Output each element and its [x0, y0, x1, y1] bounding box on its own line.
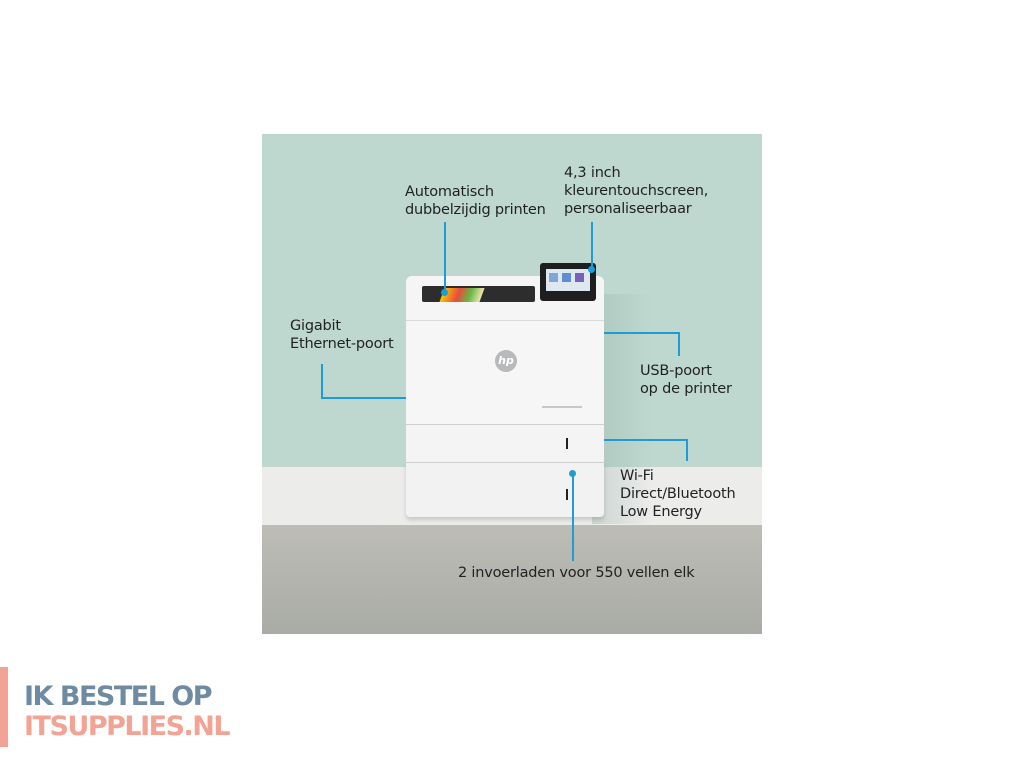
callout-text: Wi-Fi	[620, 468, 654, 484]
callout-duplex: Automatisch dubbelzijdig printen	[405, 183, 546, 219]
callout-dot	[569, 470, 576, 477]
callout-dot	[588, 266, 595, 273]
screen-tile-icon	[549, 273, 558, 282]
product-image: hp Automatisch dubbelzijdig printen 4,3 …	[262, 134, 762, 634]
callout-line	[678, 332, 680, 356]
hp-logo-icon: hp	[495, 350, 517, 372]
screen-tile-icon	[562, 273, 571, 282]
tray-handle-icon	[566, 489, 568, 500]
callout-wireless: Wi-Fi Direct/Bluetooth Low Energy	[620, 467, 736, 521]
site-logo[interactable]: IK BESTEL OP ITSUPPLIES.NL	[0, 667, 240, 747]
callout-ethernet: Gigabit Ethernet-poort	[290, 317, 394, 353]
callout-line	[591, 222, 593, 269]
callout-line	[321, 397, 406, 399]
model-label	[542, 406, 582, 408]
callout-line	[604, 439, 688, 441]
logo-accent-bar	[0, 667, 8, 747]
logo-line-2: ITSUPPLIES.NL	[24, 711, 231, 742]
callout-text: Gigabit	[290, 318, 341, 334]
callout-line	[604, 332, 680, 334]
logo-line-1: IK BESTEL OP	[24, 681, 213, 712]
callout-line	[572, 474, 574, 561]
callout-text: Ethernet-poort	[290, 336, 394, 352]
callout-trays: 2 invoerladen voor 550 vellen elk	[458, 565, 695, 581]
printer-body	[406, 320, 604, 425]
background-floor	[262, 525, 762, 634]
callout-line	[321, 364, 323, 398]
callout-dot	[441, 289, 448, 296]
tray-handle-icon	[566, 438, 568, 449]
callout-text: USB-poort	[640, 363, 712, 379]
callout-text: kleurentouchscreen,	[564, 183, 709, 199]
callout-text: 4,3 inch	[564, 165, 621, 181]
callout-touchscreen: 4,3 inch kleurentouchscreen, personalise…	[564, 164, 708, 218]
callout-text: Direct/Bluetooth	[620, 486, 736, 502]
callout-text: Low Energy	[620, 504, 702, 520]
callout-text: personaliseerbaar	[564, 201, 692, 217]
screen-tile-icon	[575, 273, 584, 282]
callout-usb: USB-poort op de printer	[640, 362, 732, 398]
paper-tray-1	[406, 424, 604, 463]
callout-line	[444, 222, 446, 292]
callout-text: dubbelzijdig printen	[405, 202, 546, 218]
callout-text: op de printer	[640, 381, 732, 397]
callout-line	[686, 439, 688, 461]
callout-text: Automatisch	[405, 184, 494, 200]
